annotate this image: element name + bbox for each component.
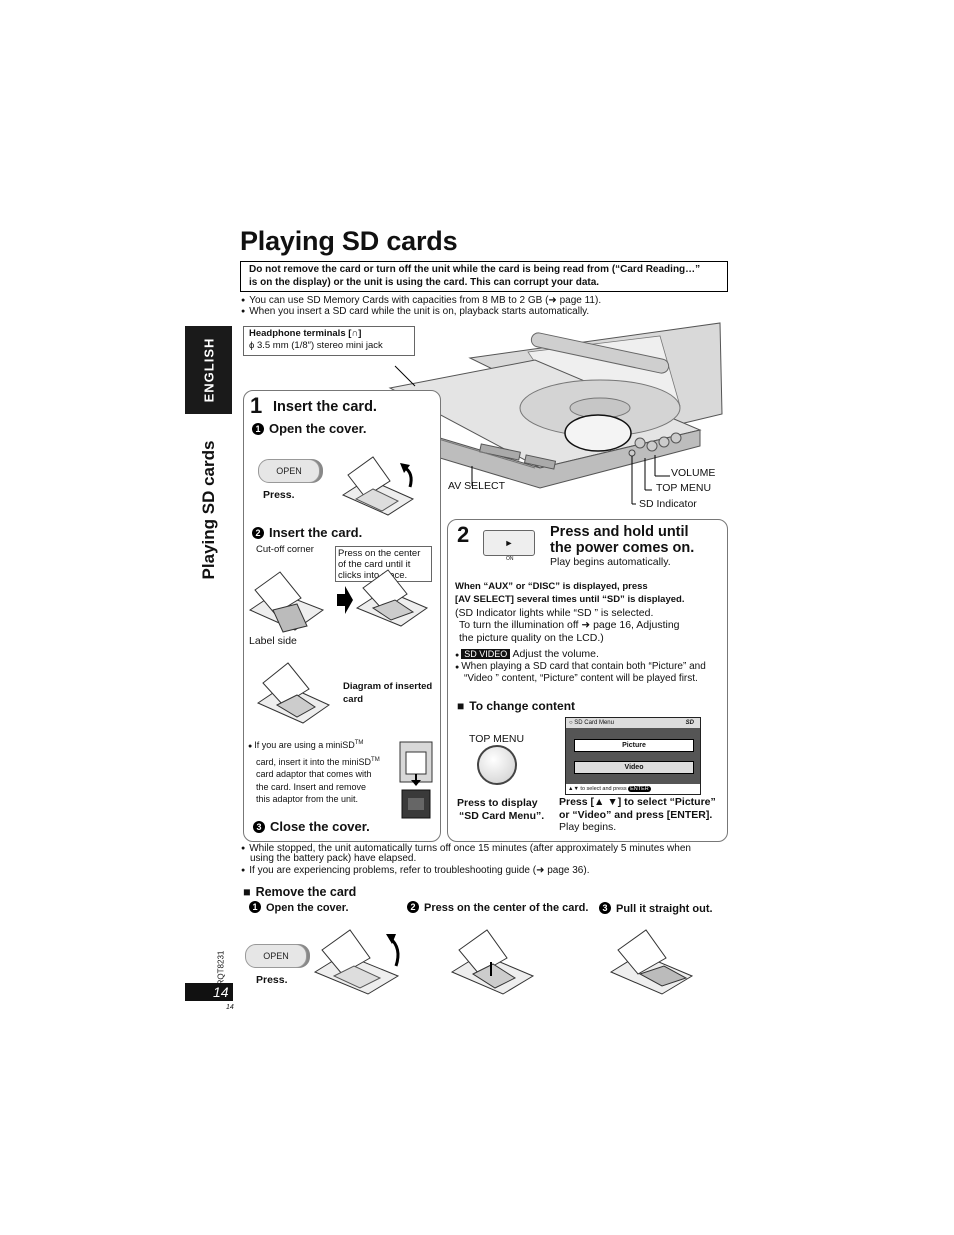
open-cover-diagram <box>341 456 415 516</box>
select-text-2: or “Video” and press [ENTER]. <box>559 809 713 821</box>
step2-note-2: To turn the illumination off ➜ page 16, … <box>459 619 680 631</box>
content-note-1: ● When playing a SD card that contain bo… <box>455 661 706 672</box>
language-tab <box>185 326 232 414</box>
headphone-desc: ϕ 3.5 mm (1/8″) stereo mini jack <box>249 340 383 351</box>
select-text-1: Press [▲ ▼] to select “Picture” <box>559 796 716 808</box>
av-select-label: AV SELECT <box>448 480 505 492</box>
step1-press: Press. <box>263 489 295 501</box>
dvd-player-illustration <box>388 322 723 505</box>
model-code: RQT8231 <box>216 950 226 986</box>
remove-press-card-diagram <box>450 929 535 995</box>
headphone-title: Headphone terminals [∩] <box>249 328 362 339</box>
step1-sub3: 3 Close the cover. <box>253 819 370 834</box>
insert-card-diagram <box>248 569 429 633</box>
step2-note-1: (SD Indicator lights while “SD ” is sele… <box>455 607 654 619</box>
volume-label: VOLUME <box>671 467 716 479</box>
menu-item-video[interactable]: Video <box>574 761 694 774</box>
step1-sub1-label: Open the cover. <box>269 421 367 436</box>
sd-card-menu-titlebar: ○ SD Card Menu SD <box>566 718 700 728</box>
step1-sub2-num: 2 <box>252 527 264 539</box>
section-side-title: Playing SD cards <box>198 440 218 580</box>
bottom-bullet-cont: using the battery pack) have elapsed. <box>250 853 417 864</box>
step2-bold-1: When “AUX” or “DISC” is displayed, press <box>455 581 648 592</box>
bottom-bullet: If you are experiencing problems, refer … <box>241 865 589 878</box>
remove-press: Press. <box>256 974 288 986</box>
sd-video-line: ● SD VIDEO Adjust the volume. <box>455 648 599 660</box>
minisd-note: ● If you are using a miniSDTM card, inse… <box>248 740 380 804</box>
page-number-small: 14 <box>226 1004 234 1011</box>
step1-sub2-label: Insert the card. <box>269 525 363 540</box>
diagram-caption: Diagram of inserted card <box>343 681 433 705</box>
on-label: ON <box>506 556 514 562</box>
warning-box: Do not remove the card or turn off the u… <box>240 261 728 292</box>
sd-card-menu-screen: ○ SD Card Menu SD Picture Video ▲▼ to se… <box>565 717 701 795</box>
remove-open-cover-diagram <box>313 929 400 995</box>
bottom-bullet: While stopped, the unit automatically tu… <box>241 843 691 856</box>
sd-card-menu-footer: ▲▼ to select and press ENTER <box>566 784 700 794</box>
language-label: ENGLISH <box>201 337 216 403</box>
step2-bold-2: [AV SELECT] several times until “SD” is … <box>455 594 685 605</box>
cutoff-corner-label: Cut-off corner <box>256 544 314 555</box>
sd-card-menu-title: SD Card Menu <box>574 720 614 726</box>
step2-number: 2 <box>457 522 470 547</box>
step1-sub3-label: Close the cover. <box>270 819 370 834</box>
step1-sub2: 2 Insert the card. <box>252 525 362 540</box>
press-display-1: Press to display <box>457 797 538 809</box>
step2-heading-1: Press and hold until <box>550 524 689 540</box>
inserted-card-diagram <box>256 662 331 724</box>
top-menu-button[interactable] <box>477 745 517 785</box>
step1-sub3-num: 3 <box>253 821 265 833</box>
intro-bullet: When you insert a SD card while the unit… <box>241 306 589 319</box>
step2-subtext: Play begins automatically. <box>550 556 671 568</box>
step1-heading: Insert the card. <box>273 399 377 415</box>
menu-item-picture[interactable]: Picture <box>574 739 694 752</box>
remove-pull-card-diagram <box>609 929 694 995</box>
warning-line-2: is on the display) or the unit is using … <box>249 277 600 288</box>
page-number-tab <box>185 983 233 1001</box>
intro-bullet: You can use SD Memory Cards with capacit… <box>241 295 601 308</box>
remove-open-button[interactable]: OPEN <box>245 944 307 968</box>
sd-video-badge: SD VIDEO <box>461 649 511 659</box>
sd-indicator-label: SD Indicator <box>639 498 697 510</box>
step1-sub1: 1 Open the cover. <box>252 421 367 436</box>
press-display-2: “SD Card Menu”. <box>459 810 545 822</box>
play-power-button[interactable]: ► <box>483 530 535 556</box>
warning-line-1: Do not remove the card or turn off the u… <box>249 264 701 275</box>
remove-card-heading: Remove the card <box>243 885 357 899</box>
label-side-label: Label side <box>249 635 297 647</box>
top-menu-label: TOP MENU <box>656 482 712 494</box>
change-content-heading: To change content <box>457 699 575 713</box>
headphone-callout: Headphone terminals [∩] ϕ 3.5 mm (1/8″) … <box>243 326 415 356</box>
select-text-3: Play begins. <box>559 821 617 833</box>
step2-note-3: the picture quality on the LCD.) <box>459 632 604 644</box>
step1-number: 1 <box>250 393 263 418</box>
adjust-volume-text: Adjust the volume. <box>512 648 599 660</box>
content-note-2: “Video ” content, “Picture” content will… <box>464 673 698 684</box>
step2-heading-2: the power comes on. <box>550 540 695 556</box>
top-menu-button-label: TOP MENU <box>469 733 525 745</box>
page-number: 14 <box>213 984 229 1000</box>
step1-sub1-num: 1 <box>252 423 264 435</box>
open-button[interactable]: OPEN <box>258 459 320 483</box>
minisd-adaptor-diagram <box>399 741 433 819</box>
page-title: Playing SD cards <box>240 226 458 256</box>
